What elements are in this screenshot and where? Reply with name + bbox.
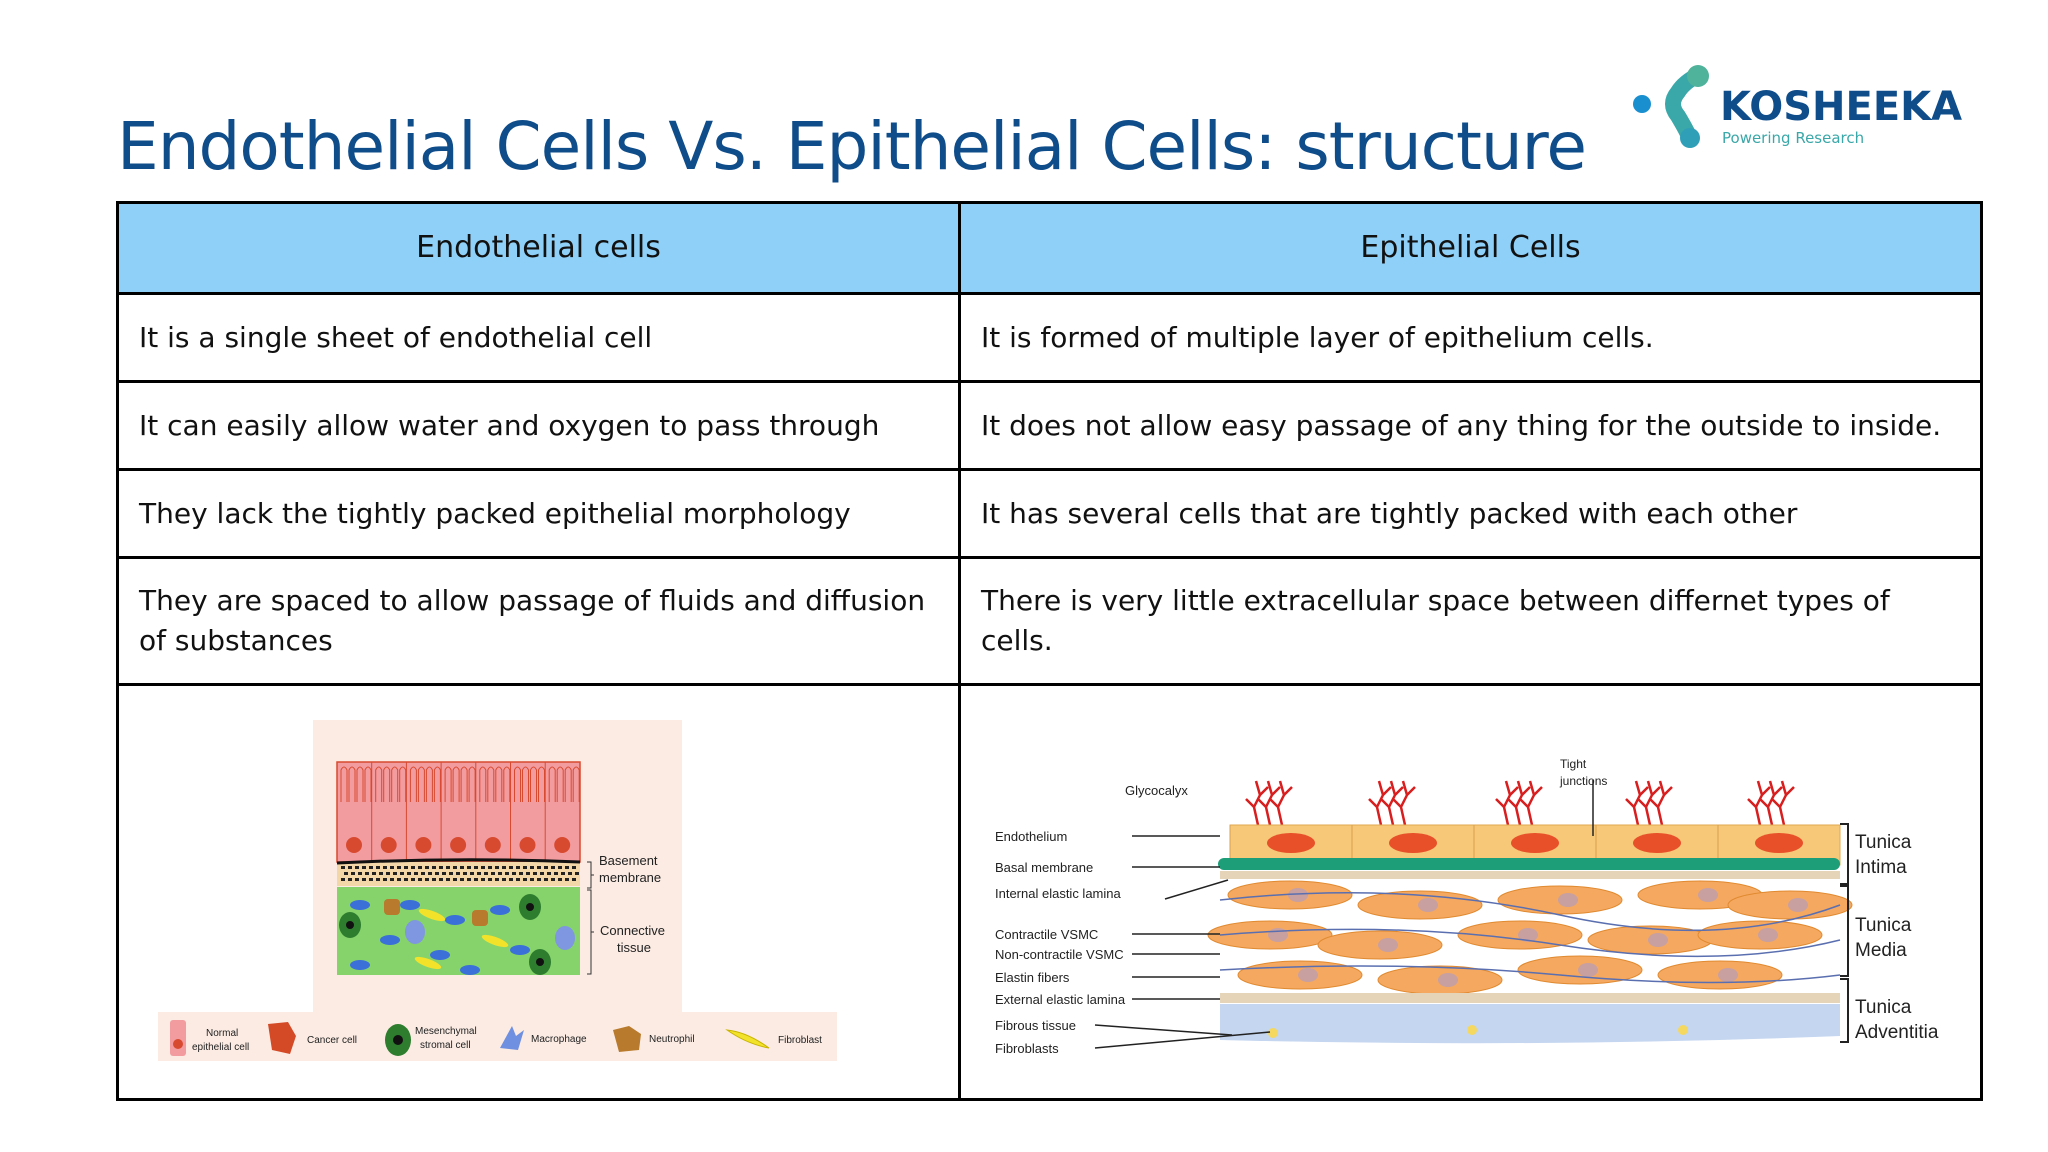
table-cell: It does not allow easy passage of any th… — [958, 380, 1983, 471]
table-cell: It is a single sheet of endothelial cell — [116, 292, 961, 383]
table-cell: They lack the tightly packed epithelial … — [116, 468, 961, 559]
table-cell: It is formed of multiple layer of epithe… — [958, 292, 1983, 383]
kosheeka-logo: KOSHEEKA Powering Research — [1633, 65, 1962, 148]
table-row: It can easily allow water and oxygen to … — [116, 380, 1983, 471]
header-endothelial: Endothelial cells — [116, 201, 961, 295]
logo-dot-icon — [1633, 95, 1651, 113]
table-cell: It can easily allow water and oxygen to … — [116, 380, 961, 471]
table-header-row: Endothelial cells Epithelial Cells — [116, 201, 1983, 295]
endothelial-image-cell — [116, 683, 961, 1101]
table-row: They are spaced to allow passage of flui… — [116, 556, 1983, 686]
logo-name: KOSHEEKA — [1720, 84, 1962, 130]
epithelial-image-cell — [958, 683, 1983, 1101]
table-cell: It has several cells that are tightly pa… — [958, 468, 1983, 559]
page-title: Endothelial Cells Vs. Epithelial Cells: … — [117, 108, 1587, 185]
header-epithelial: Epithelial Cells — [958, 201, 1983, 295]
table-cell: They are spaced to allow passage of flui… — [116, 556, 961, 686]
comparison-table: Endothelial cells Epithelial Cells It is… — [116, 201, 1983, 1101]
table-cell: There is very little extracellular space… — [958, 556, 1983, 686]
logo-tagline: Powering Research — [1722, 129, 1864, 147]
table-row: They lack the tightly packed epithelial … — [116, 468, 1983, 559]
table-row-images — [116, 683, 1983, 1101]
table-row: It is a single sheet of endothelial cell… — [116, 292, 1983, 383]
